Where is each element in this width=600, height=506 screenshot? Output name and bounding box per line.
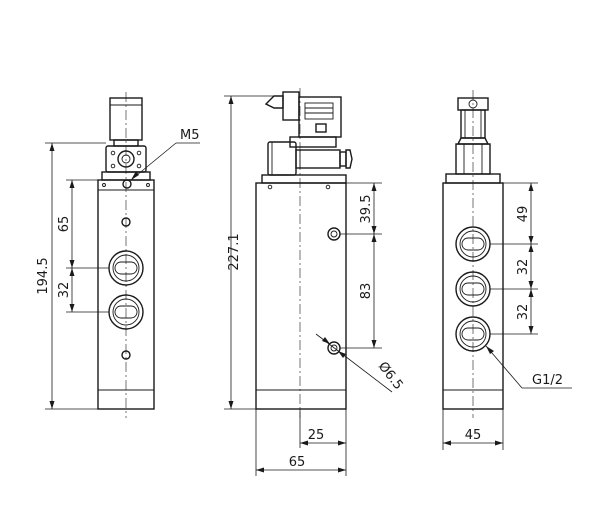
dim-83: 83 [359,283,374,300]
side-tube [295,149,341,169]
dim-32-front: 32 [57,282,72,299]
dim-45: 45 [465,428,482,443]
front-view: 194.5 65 32 M5 [36,92,200,418]
dim-65-front: 65 [57,216,72,233]
label-dia-6-5: Ø6.5 [375,359,406,393]
dim-39-5: 39.5 [359,195,374,224]
side-connector [264,91,342,138]
side-body [255,182,347,410]
rear-view: 49 32 32 G1/2 45 [442,90,572,450]
front-m5-port [122,179,132,189]
label-m5: M5 [180,128,200,143]
dim-65-side: 65 [289,455,306,470]
label-g1-2: G1/2 [532,373,563,388]
dim-227-1: 227.1 [227,233,242,270]
dim-25: 25 [308,428,325,443]
front-body [97,179,155,410]
side-override-knob [345,149,353,169]
dim-194-5: 194.5 [36,257,51,294]
dim-49: 49 [516,206,531,223]
dim-32-rear-lower: 32 [516,304,531,321]
dim-32-rear-upper: 32 [516,259,531,276]
side-view: 227.1 39.5 83 Ø6.5 25 65 [224,88,406,476]
side-hole-upper [327,227,341,241]
